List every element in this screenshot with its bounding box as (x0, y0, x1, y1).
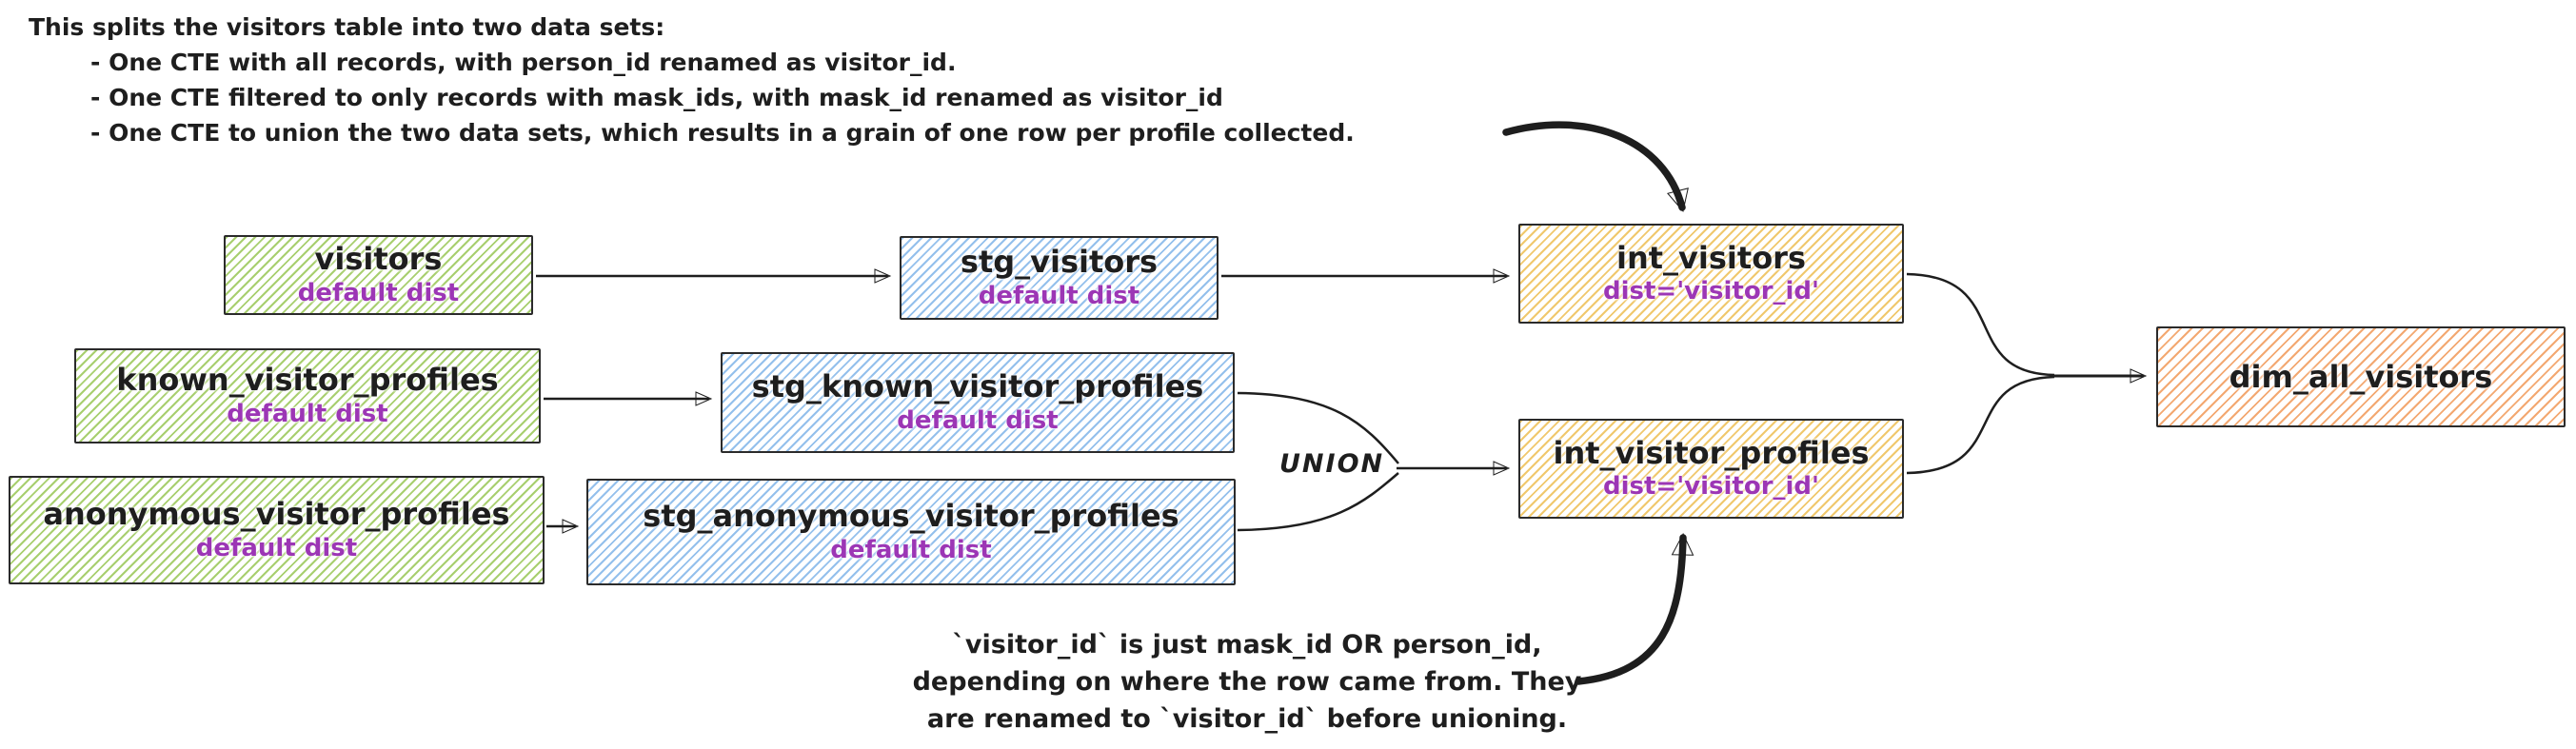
node-dim-all-visitors-title: dim_all_visitors (2229, 358, 2493, 395)
node-dim-all-visitors[interactable]: dim_all_visitors (2156, 326, 2566, 427)
node-visitors-title: visitors (314, 241, 443, 277)
curve-int-visitors-to-merge (1906, 272, 2055, 377)
node-stg-anonymous-visitor-profiles-subtitle: default dist (830, 535, 992, 564)
node-int-visitors-title: int_visitors (1616, 239, 1806, 276)
node-int-visitor-profiles-subtitle: dist='visitor_id' (1602, 472, 1820, 502)
node-anonymous-visitor-profiles-subtitle: default dist (195, 533, 358, 562)
top-annotation-bullet-3: - One CTE to union the two data sets, wh… (90, 119, 1355, 147)
top-annotation-bullet-2: - One CTE filtered to only records with … (90, 84, 1223, 111)
node-visitors[interactable]: visitors default dist (224, 235, 533, 315)
node-known-visitor-profiles-subtitle: default dist (227, 399, 388, 428)
node-anonymous-visitor-profiles-title: anonymous_visitor_profiles (43, 496, 510, 532)
node-stg-anonymous-visitor-profiles-title: stg_anonymous_visitor_profiles (643, 498, 1179, 534)
annotation-arrow-top-to-int-visitors (1502, 121, 1689, 212)
node-stg-visitors-subtitle: default dist (978, 281, 1140, 310)
bottom-annotation-line-3: are renamed to `visitor_id` before union… (926, 704, 1568, 734)
bottom-annotation-line-2: depending on where the row came from. Th… (912, 667, 1582, 697)
node-stg-known-visitor-profiles-subtitle: default dist (897, 405, 1059, 435)
node-stg-visitors[interactable]: stg_visitors default dist (900, 236, 1219, 320)
top-annotation-intro: This splits the visitors table into two … (29, 13, 665, 41)
node-known-visitor-profiles[interactable]: known_visitor_profiles default dist (74, 348, 541, 443)
node-int-visitor-profiles-title: int_visitor_profiles (1553, 434, 1870, 471)
node-int-visitor-profiles[interactable]: int_visitor_profiles dist='visitor_id' (1518, 419, 1904, 519)
node-stg-known-visitor-profiles[interactable]: stg_known_visitor_profiles default dist (721, 352, 1235, 453)
node-stg-anonymous-visitor-profiles[interactable]: stg_anonymous_visitor_profiles default d… (586, 479, 1236, 585)
node-known-visitor-profiles-title: known_visitor_profiles (116, 362, 499, 398)
top-annotation-bullet-1: - One CTE with all records, with person_… (90, 49, 957, 76)
curve-int-visitor-profiles-to-merge (1906, 375, 2055, 475)
top-annotation: This splits the visitors table into two … (29, 10, 1355, 150)
node-stg-visitors-title: stg_visitors (960, 244, 1159, 280)
union-curve-from-stg-anonymous (1237, 472, 1399, 532)
node-int-visitors-subtitle: dist='visitor_id' (1602, 277, 1820, 306)
node-int-visitors[interactable]: int_visitors dist='visitor_id' (1518, 224, 1904, 324)
bottom-annotation: `visitor_id` is just mask_id OR person_i… (885, 626, 1609, 738)
bottom-annotation-line-1: `visitor_id` is just mask_id OR person_i… (952, 630, 1542, 660)
union-label: UNION (1279, 449, 1385, 479)
node-anonymous-visitor-profiles[interactable]: anonymous_visitor_profiles default dist (9, 476, 545, 584)
node-visitors-subtitle: default dist (297, 278, 460, 307)
node-stg-known-visitor-profiles-title: stg_known_visitor_profiles (751, 368, 1204, 404)
